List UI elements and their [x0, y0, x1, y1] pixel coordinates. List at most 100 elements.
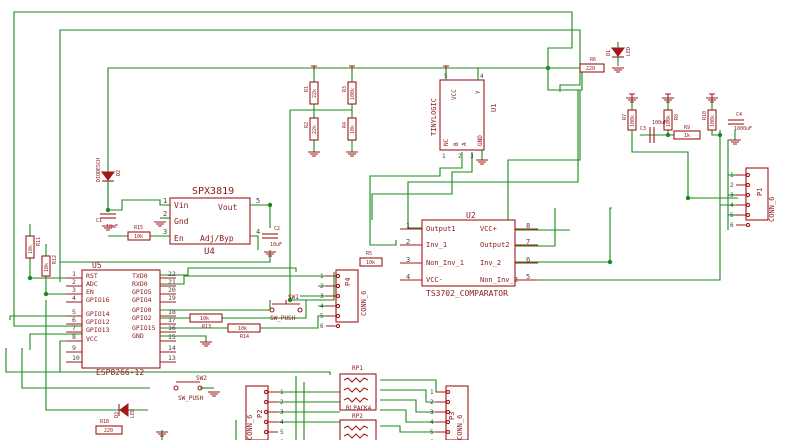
svg-text:LED: LED — [130, 409, 136, 418]
pin-number: 6 — [526, 256, 530, 264]
u1-pin: VCC — [451, 89, 458, 100]
wire-out2 — [515, 208, 556, 247]
connector-pin — [335, 293, 341, 299]
wire-bottom-rail — [5, 348, 331, 375]
pin-number: 1 — [280, 389, 284, 396]
wire-gpio13 — [29, 333, 82, 350]
connector-pin — [335, 283, 341, 289]
capacitor-c4: 1000uF C4 — [728, 112, 752, 132]
pin-number: 4 — [256, 228, 260, 236]
pin-number: 20 — [168, 286, 176, 294]
svg-text:10k: 10k — [200, 316, 209, 322]
pin-number: 5 — [430, 429, 434, 436]
wire-txd — [160, 267, 297, 276]
u2-name: TS3702_COMPARATOR — [426, 289, 508, 298]
led-d3: D3 LED — [114, 403, 136, 418]
connector-pin — [745, 192, 751, 198]
pin-number: 2 — [406, 238, 410, 246]
u4-pin-gnd: Gnd — [174, 217, 189, 226]
wire-inv2 — [515, 207, 612, 263]
pin-number: 2 — [280, 399, 284, 406]
p3-ref: P3 — [448, 412, 456, 420]
pin-number: 7 — [72, 324, 76, 332]
u1-pin: A — [461, 142, 468, 146]
resistor-r2 — [309, 117, 319, 141]
wire-vcc-u2 — [507, 90, 581, 221]
connector-pin — [745, 172, 751, 178]
svg-text:C2: C2 — [274, 226, 280, 232]
wire-u1-b — [371, 152, 473, 220]
pin-number: 2 — [72, 278, 76, 286]
pin-number: 4 — [406, 273, 410, 281]
u5-ref: U5 — [92, 261, 102, 270]
connector-pin — [745, 222, 751, 228]
u2-pin-label: Non_Inv_1 — [426, 259, 464, 267]
resistor-r10 — [707, 109, 717, 131]
connector-pin — [263, 419, 269, 425]
pin-number: 1 — [406, 222, 410, 230]
u5-pin-label: GPIO14 — [86, 310, 110, 318]
pin-number: 3 — [163, 228, 167, 236]
connector-pin — [263, 409, 269, 415]
u5-pin-label: GPIO4 — [132, 296, 152, 304]
wire-led-d3 — [45, 300, 120, 411]
svg-text:D3: D3 — [114, 412, 120, 418]
p2-ref: P2 — [256, 410, 264, 418]
ground-symbol — [102, 225, 114, 231]
svg-text:R1: R1 — [304, 86, 310, 92]
pin-number: 3 — [280, 409, 284, 416]
pin-number: 6 — [72, 316, 76, 324]
svg-text:R11: R11 — [36, 237, 42, 246]
ground-symbol — [729, 139, 741, 145]
u1-name: TINYLOGIC — [430, 98, 438, 136]
pin-number: 4 — [280, 419, 284, 426]
svg-text:R9: R9 — [684, 125, 690, 131]
resistor-r18 — [95, 425, 123, 435]
pin-number: 22 — [168, 270, 176, 278]
svg-text:100k: 100k — [630, 115, 636, 127]
pin-number: 4 — [480, 73, 484, 80]
pin-number: 4 — [320, 303, 324, 310]
pin-number: 19 — [168, 294, 176, 302]
pin-number: 17 — [168, 316, 176, 324]
u1-pin: GND — [477, 135, 484, 146]
u2-ref: U2 — [466, 211, 476, 220]
resistors: 22k R1 22k R2 100k R3 10k R4 100k R7 100… — [25, 81, 717, 277]
wire-u1-a — [369, 152, 463, 246]
svg-text:22k: 22k — [312, 125, 318, 134]
wire-output1 — [407, 90, 579, 229]
connector-pin — [445, 409, 451, 415]
ground-symbol — [156, 431, 168, 437]
pin-number: 8 — [72, 333, 76, 341]
ground-symbol — [346, 151, 358, 157]
svg-text:SW_PUSH: SW_PUSH — [270, 315, 296, 322]
power-symbol — [629, 93, 635, 98]
pin-number: 2 — [320, 283, 324, 290]
wire-rxd — [160, 275, 336, 285]
connector-pin — [745, 212, 751, 218]
pin-number: 5 — [526, 273, 530, 281]
wire-vcc-rail — [107, 67, 548, 210]
pin-number: 5 — [320, 313, 324, 320]
rp2-ref: RP2 — [352, 413, 363, 420]
resistors-horizontal: 220 R6 10k R15 10k R5 10k R13 10k R14 1k… — [95, 57, 701, 435]
svg-text:SW2: SW2 — [196, 375, 207, 382]
pin-number: 1 — [730, 172, 734, 179]
ground-symbol — [612, 67, 624, 73]
wire-sw2 — [21, 348, 150, 389]
u1-pin: NC — [443, 138, 450, 146]
pin-number: 10 — [72, 354, 80, 362]
capacitor-c2: 10uF C2 — [262, 226, 282, 248]
ground-symbol — [476, 159, 488, 165]
svg-text:R10: R10 — [702, 111, 708, 120]
pin-number: 13 — [168, 354, 176, 362]
pin-number: 3 — [72, 286, 76, 294]
pin-number: 16 — [168, 324, 176, 332]
u1-pin: B — [453, 142, 460, 146]
wire-gpio2-r — [222, 299, 318, 319]
junction — [685, 195, 691, 201]
pin-number: 18 — [168, 308, 176, 316]
junction — [287, 297, 293, 303]
